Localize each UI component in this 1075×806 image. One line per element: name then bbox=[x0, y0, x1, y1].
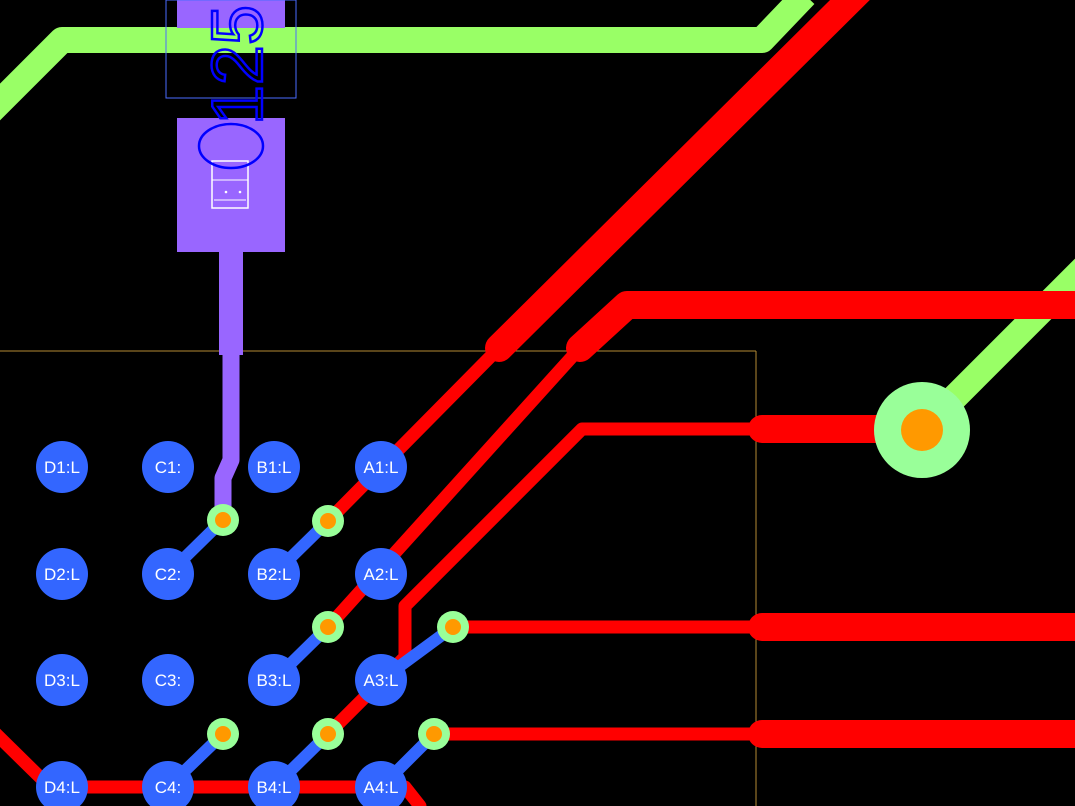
via-hole bbox=[320, 619, 336, 635]
bga-pad[interactable]: D1:L bbox=[36, 441, 88, 493]
pad-circle bbox=[355, 441, 407, 493]
pad-circle bbox=[355, 654, 407, 706]
pad-label: C2: bbox=[155, 565, 181, 584]
component-pad-bottom bbox=[177, 118, 285, 252]
large-via[interactable] bbox=[874, 382, 970, 478]
pad-label: A3:L bbox=[364, 671, 399, 690]
pad-label: D1:L bbox=[44, 458, 80, 477]
via[interactable] bbox=[312, 718, 344, 750]
bga-pads[interactable]: D1:L C1: B1:L A1:L D2:L C2: B2:L A2:L D3:L C3: B3:… bbox=[36, 441, 407, 806]
pad-circle bbox=[248, 548, 300, 600]
pad-label: C4: bbox=[155, 778, 181, 797]
red-trace-a1 bbox=[321, 341, 506, 528]
pad-label: D4:L bbox=[44, 778, 80, 797]
via[interactable] bbox=[312, 505, 344, 537]
bga-pad[interactable]: D4:L bbox=[36, 761, 88, 806]
pad-circle bbox=[355, 761, 407, 806]
via[interactable] bbox=[207, 504, 239, 536]
red-trace-d4 bbox=[0, 728, 427, 806]
pad-label: B2:L bbox=[257, 565, 292, 584]
pad-label: C1: bbox=[155, 458, 181, 477]
bga-pad[interactable]: C2: bbox=[142, 548, 194, 600]
bga-pad[interactable]: A2:L bbox=[355, 548, 407, 600]
via-hole bbox=[426, 726, 442, 742]
bga-pad[interactable]: C4: bbox=[142, 761, 194, 806]
bga-pad[interactable]: B4:L bbox=[248, 761, 300, 806]
red-trace-diag-2 bbox=[566, 291, 1075, 362]
via[interactable] bbox=[437, 611, 469, 643]
red-trace-diag-1 bbox=[485, 0, 870, 362]
component-pad-top bbox=[177, 0, 285, 28]
via-hole bbox=[215, 726, 231, 742]
component-body[interactable] bbox=[165, 0, 297, 529]
pad-circle bbox=[142, 548, 194, 600]
vias[interactable] bbox=[207, 504, 469, 750]
pad-circle bbox=[142, 761, 194, 806]
bga-pad[interactable]: A4:L bbox=[355, 761, 407, 806]
svg-text:125: 125 bbox=[198, 5, 278, 125]
component-designator: 125 bbox=[197, 4, 279, 170]
pad-label: B1:L bbox=[257, 458, 292, 477]
pad-circle bbox=[355, 548, 407, 600]
bga-pad[interactable]: B3:L bbox=[248, 654, 300, 706]
via[interactable] bbox=[312, 611, 344, 643]
bga-pad[interactable]: C3: bbox=[142, 654, 194, 706]
pad-label: D2:L bbox=[44, 565, 80, 584]
component-marker bbox=[211, 160, 249, 209]
pad-circle bbox=[248, 761, 300, 806]
via-hole bbox=[215, 512, 231, 528]
bga-pad[interactable]: C1: bbox=[142, 441, 194, 493]
via-hole bbox=[320, 726, 336, 742]
pad-label: A1:L bbox=[364, 458, 399, 477]
pad-circle bbox=[36, 441, 88, 493]
pad-circle bbox=[248, 654, 300, 706]
pad-circle bbox=[142, 654, 194, 706]
via-hole bbox=[445, 619, 461, 635]
pad-label: A4:L bbox=[364, 778, 399, 797]
bga-pad[interactable]: B2:L bbox=[248, 548, 300, 600]
pad-label: D3:L bbox=[44, 671, 80, 690]
green-trace-top bbox=[0, 0, 815, 121]
pad-circle bbox=[248, 441, 300, 493]
pad-label: B3:L bbox=[257, 671, 292, 690]
component-courtyard bbox=[165, 0, 297, 99]
bga-pad[interactable]: A3:L bbox=[355, 654, 407, 706]
pad-circle bbox=[36, 761, 88, 806]
green-traces[interactable] bbox=[0, 0, 1075, 440]
escape-traces[interactable] bbox=[162, 514, 459, 793]
pad-label: A2:L bbox=[364, 565, 399, 584]
via-hole bbox=[320, 513, 336, 529]
bga-pad[interactable]: B1:L bbox=[248, 441, 300, 493]
pad-circle bbox=[36, 548, 88, 600]
via[interactable] bbox=[207, 718, 239, 750]
bga-pad[interactable]: A1:L bbox=[355, 441, 407, 493]
pad-circle bbox=[142, 441, 194, 493]
bga-pad[interactable]: D3:L bbox=[36, 654, 88, 706]
via[interactable] bbox=[418, 718, 450, 750]
pad-label: C3: bbox=[155, 671, 181, 690]
bga-pad[interactable]: D2:L bbox=[36, 548, 88, 600]
pad-circle bbox=[36, 654, 88, 706]
pad-label: B4:L bbox=[257, 778, 292, 797]
